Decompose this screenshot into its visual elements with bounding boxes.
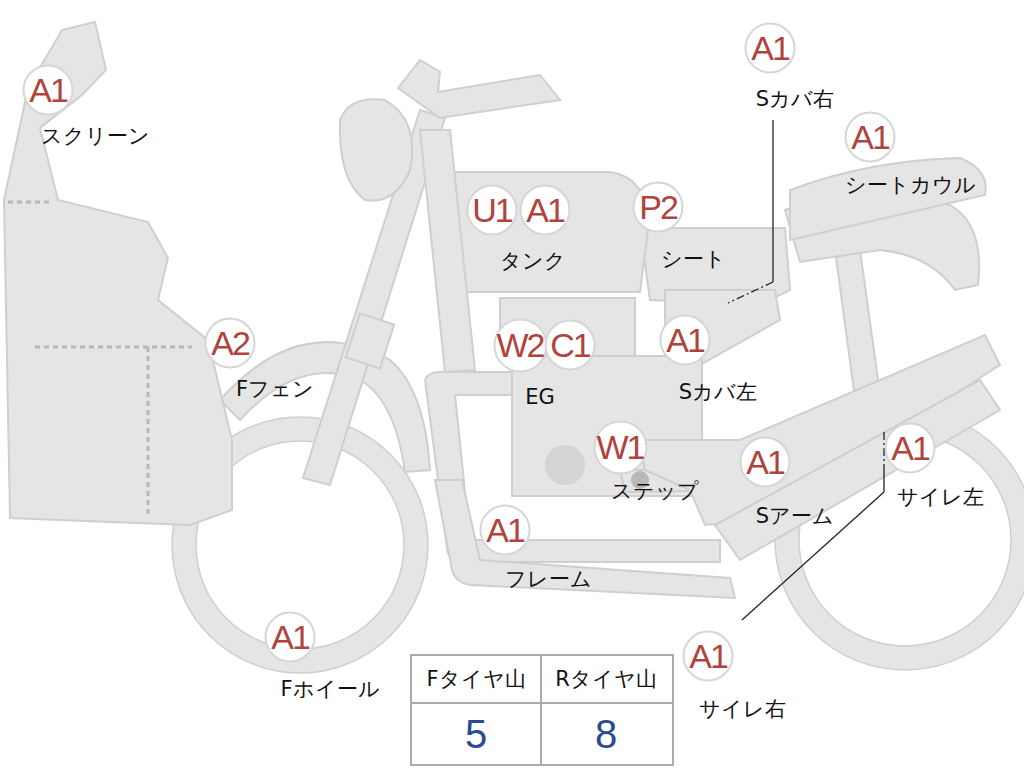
damage-code-circle: C1: [544, 319, 596, 371]
callout-code: A1: [851, 120, 889, 154]
part-name: Sアーム: [756, 505, 834, 528]
part-name: EG: [525, 386, 555, 409]
circle-shape: [206, 319, 255, 368]
callout-code: A1: [746, 445, 784, 479]
callout-code: W1: [597, 430, 644, 464]
part-name: サイレ右: [699, 698, 786, 721]
circle-shape: [684, 632, 733, 681]
callout-code: A1: [689, 639, 727, 673]
part-name: フレーム: [505, 568, 592, 591]
callout-code: A1: [486, 513, 524, 547]
circle-shape: [594, 421, 646, 473]
part-name: ステップ: [611, 480, 699, 503]
damage-code-circle: W2: [493, 318, 548, 373]
circle-shape: [494, 319, 546, 371]
table-header: Rタイヤ山: [555, 668, 657, 691]
circle-shape: [746, 24, 795, 73]
callout-code: C1: [550, 328, 589, 362]
table-value: 8: [595, 712, 617, 756]
callout-code: A1: [666, 323, 704, 357]
part-name: Fホイール: [280, 678, 379, 701]
circle-shape: [846, 113, 895, 162]
circle-shape: [886, 424, 935, 473]
part-name: サイレ左: [897, 486, 984, 509]
damage-code-circle: U1: [466, 184, 518, 236]
circle-shape: [741, 438, 790, 487]
damage-code-circle: A1: [884, 422, 936, 474]
table-value: 5: [465, 712, 487, 756]
damage-code-circle: P2: [632, 181, 684, 233]
part-name: Sカバ左: [679, 381, 757, 404]
part-name: タンク: [500, 250, 566, 273]
callout-code: A1: [271, 620, 309, 654]
circle-shape: [266, 613, 315, 662]
damage-code-circle: A1: [519, 184, 571, 236]
part-name: スクリーン: [41, 125, 150, 148]
circle-shape: [634, 183, 683, 232]
part-name: シートカウル: [845, 174, 976, 197]
damage-code-circle: A2: [204, 317, 256, 369]
callout-code: A2: [211, 326, 249, 360]
damage-code-circle: A1: [479, 504, 531, 556]
callout-code: U1: [472, 193, 511, 227]
callout-code: A1: [29, 73, 67, 107]
damage-code-circle: A1: [739, 436, 791, 488]
damage-code-circle: A1: [22, 64, 74, 116]
circle-shape: [468, 186, 517, 235]
circle-shape: [661, 316, 710, 365]
damage-code-circle: A1: [744, 22, 796, 74]
circle-shape: [24, 66, 73, 115]
circle-shape: [546, 321, 595, 370]
callout-code: A1: [891, 431, 929, 465]
damage-code-circle: A1: [264, 611, 316, 663]
part-name: Fフェン: [236, 378, 314, 401]
damage-code-circle: A1: [659, 314, 711, 366]
part-name: シート: [661, 248, 726, 271]
damage-code-circle: W1: [593, 420, 648, 475]
callout-code: A1: [751, 31, 789, 65]
part-name: Sカバ右: [756, 88, 834, 111]
callout-code: P2: [639, 190, 677, 224]
callout-code: A1: [526, 193, 564, 227]
table-header: Fタイヤ山: [426, 668, 525, 691]
callout-code: W2: [497, 328, 544, 362]
circle-shape: [521, 186, 570, 235]
circle-shape: [481, 506, 530, 555]
damage-code-circle: A1: [844, 111, 896, 163]
damage-code-circle: A1: [682, 630, 734, 682]
